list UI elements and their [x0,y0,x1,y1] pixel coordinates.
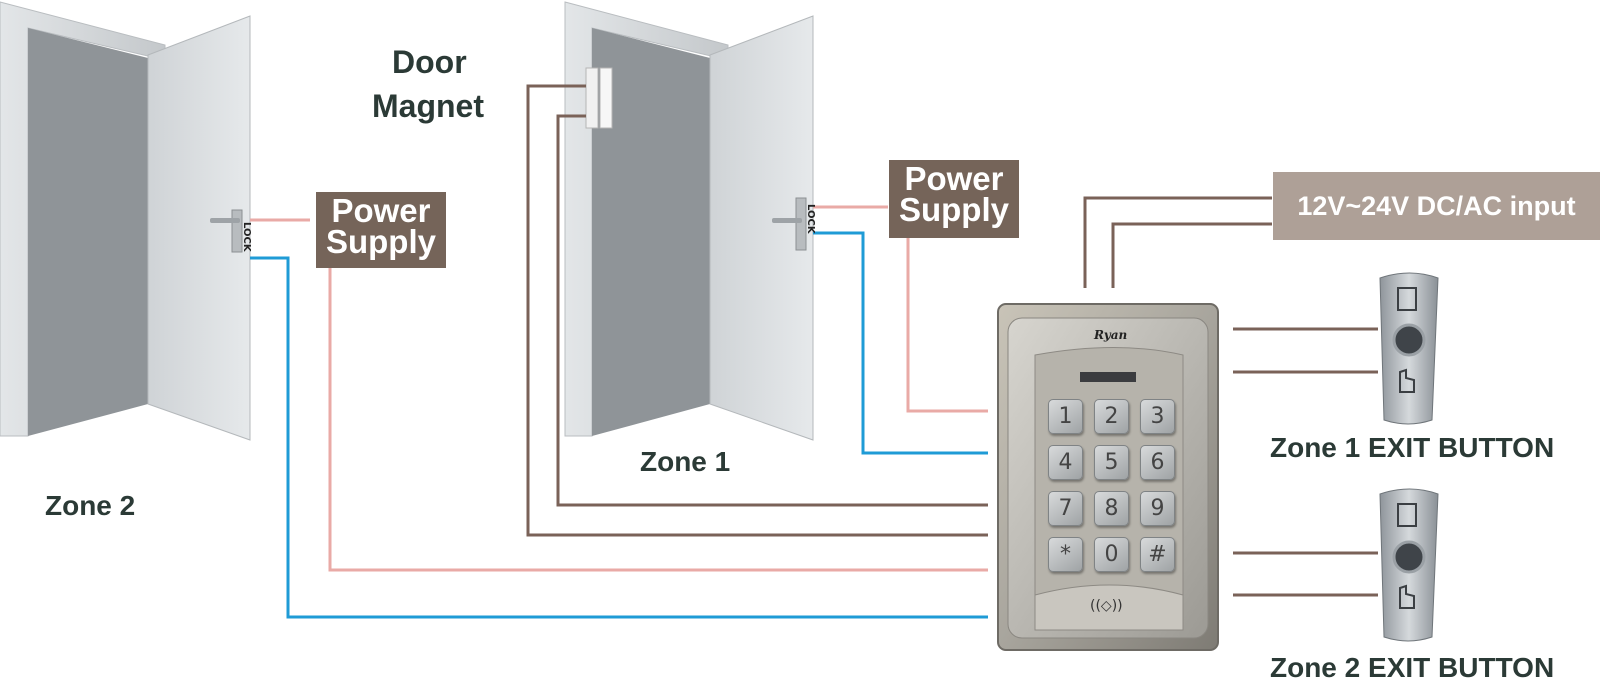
keypad-key[interactable]: 6 [1140,445,1175,480]
wire-input-1 [1083,196,1272,288]
wire-left-power-keypad [328,264,988,572]
wire-right-power-keypad [906,237,988,413]
keypad-key[interactable]: 1 [1048,399,1083,434]
zone2-label: Zone 2 [45,490,136,521]
keypad-key[interactable]: 9 [1140,491,1175,526]
zone1-door [564,1,814,441]
door-magnet-label-line2: Magnet [372,88,484,124]
keypad-key[interactable]: # [1140,537,1175,572]
keypad-key[interactable]: 0 [1094,537,1129,572]
keypad-key[interactable]: 8 [1094,491,1129,526]
door-magnet-label-line1: Door [392,44,467,80]
wire-magnet-1 [526,84,988,537]
power-input-box: 12V~24V DC/AC input [1273,172,1600,240]
zone2-lock-label: LOCK [241,222,252,252]
power-supply-left-line1: Power [331,192,431,229]
wire-magnet-2 [556,114,988,507]
power-supply-right-line2: Supply [898,191,1009,228]
wires [250,84,1378,619]
keypad-key[interactable]: 2 [1094,399,1129,434]
rfid-icon: ((◇)) [1090,598,1123,614]
keypad-key[interactable]: 7 [1048,491,1083,526]
keypad-brand-logo: Ryan [1094,328,1128,342]
zone1-exit-button-label: Zone 1 EXIT BUTTON [1270,432,1555,463]
keypad-key[interactable]: 5 [1094,445,1129,480]
zone1-lock-label: LOCK [805,204,816,234]
door-magnet-sensor [585,67,613,129]
zone1-exit-button-device [1379,272,1439,425]
power-supply-right: Power Supply [889,160,1019,238]
keypad-key[interactable]: 3 [1140,399,1175,434]
zone2-exit-button-label: Zone 2 EXIT BUTTON [1270,652,1555,683]
wire-zone1-lock-keypad [813,231,988,455]
power-supply-right-line1: Power [904,160,1004,197]
power-supply-left: Power Supply [316,192,446,268]
zone2-exit-button-device [1379,488,1439,642]
zone1-label: Zone 1 [640,446,731,477]
keypad-key[interactable]: * [1048,537,1083,572]
wire-input-2 [1111,222,1272,288]
wire-zone2-lock-keypad [250,256,988,619]
power-supply-left-line2: Supply [325,223,436,260]
keypad-key[interactable]: 4 [1048,445,1083,480]
zone2-door [0,1,251,441]
